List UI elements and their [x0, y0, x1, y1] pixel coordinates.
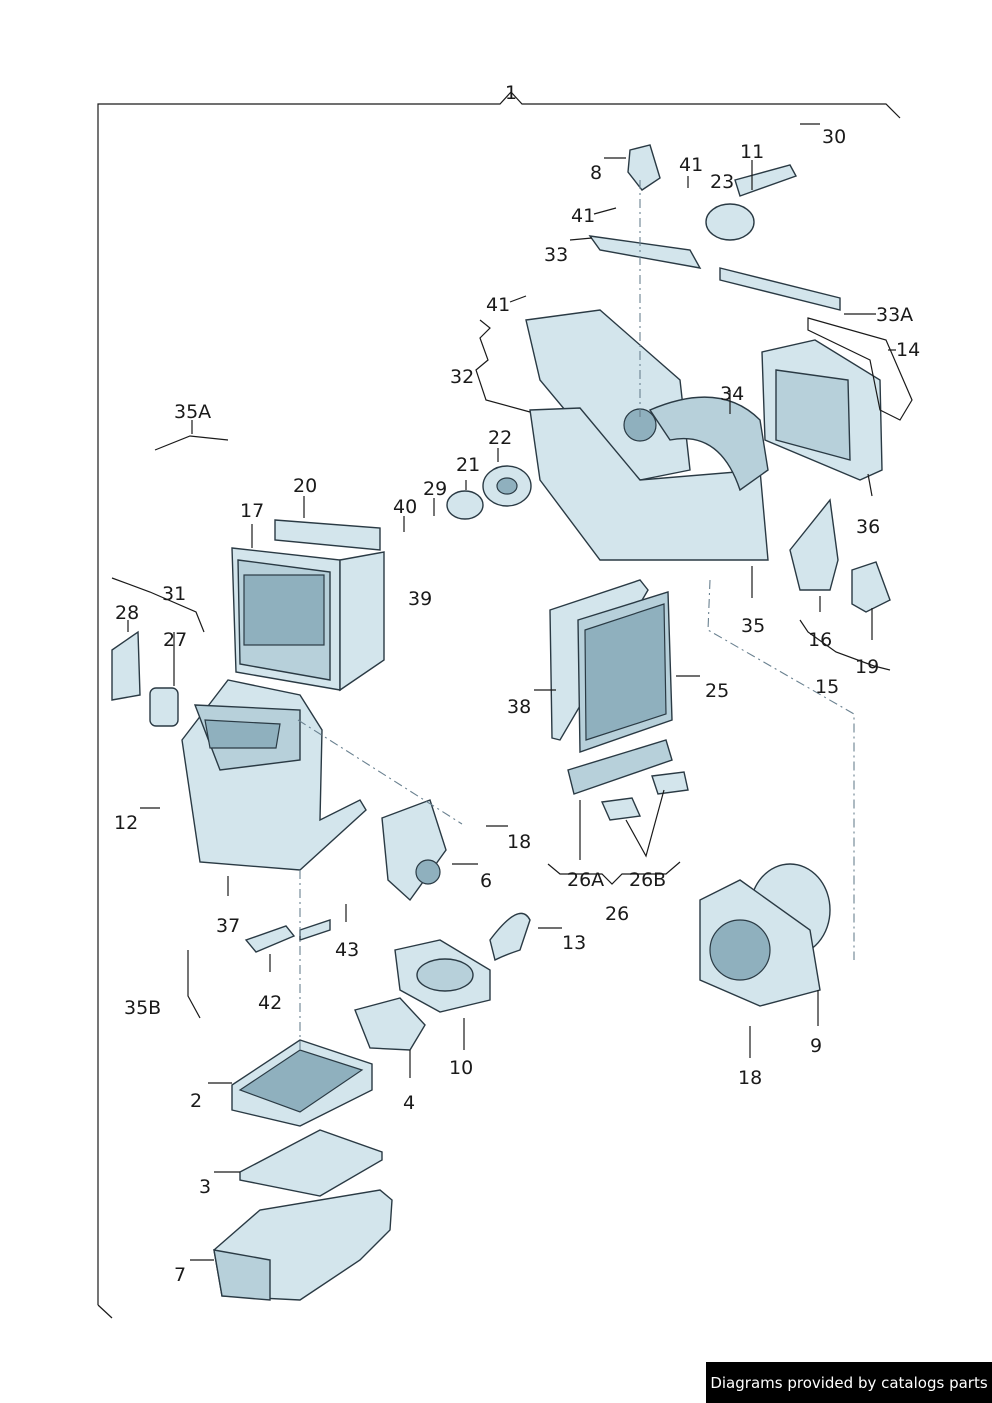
actuator-part-27 [149, 687, 179, 727]
label-41-mid: 41 [571, 205, 596, 227]
label-35b: 35B [124, 997, 162, 1019]
label-41-top: 41 [679, 154, 704, 176]
label-31: 31 [162, 583, 187, 605]
seal-part-21 [446, 490, 484, 520]
flap-part-23 [705, 203, 755, 241]
label-18-upper: 18 [507, 831, 532, 853]
label-33a: 33A [876, 304, 914, 326]
label-38: 38 [507, 696, 532, 718]
label-28: 28 [115, 602, 140, 624]
label-21: 21 [456, 454, 481, 476]
label-26: 26 [605, 903, 630, 925]
filter-part-25-38 [549, 579, 673, 753]
blower-housing-part-36 [761, 339, 883, 481]
small-parts-cluster [354, 799, 531, 1051]
gasket-part-3 [239, 1129, 383, 1197]
sensor-part-8 [627, 144, 661, 191]
seal-part-43 [299, 919, 331, 941]
label-27: 27 [163, 629, 188, 651]
label-42: 42 [258, 992, 283, 1014]
label-16: 16 [808, 629, 833, 651]
label-43: 43 [335, 939, 360, 961]
bracket-part-16 [789, 498, 839, 591]
sensor-part-35a [154, 435, 229, 451]
label-1: 1 [505, 82, 518, 104]
label-34: 34 [720, 383, 745, 405]
bracket-assembly-1 [97, 91, 901, 1305]
actuator-part-19 [851, 561, 891, 613]
label-14: 14 [896, 339, 921, 361]
label-39: 39 [408, 588, 433, 610]
label-13: 13 [562, 932, 587, 954]
label-32: 32 [450, 366, 475, 388]
label-30: 30 [822, 126, 847, 148]
evaporator-part-17-20 [231, 519, 385, 692]
label-20: 20 [293, 475, 318, 497]
label-26a: 26A [567, 869, 605, 891]
label-3: 3 [199, 1176, 212, 1198]
label-41-low: 41 [486, 294, 511, 316]
credit-banner: Diagrams provided by catalogs parts [706, 1362, 992, 1403]
label-7: 7 [174, 1264, 187, 1286]
label-37: 37 [216, 915, 241, 937]
label-40: 40 [393, 496, 418, 518]
label-36: 36 [856, 516, 881, 538]
label-18-lower: 18 [738, 1067, 763, 1089]
tray-part-7 [213, 1189, 393, 1301]
label-10: 10 [449, 1057, 474, 1079]
label-26b: 26B [629, 869, 667, 891]
hose-part-33a [719, 267, 841, 311]
heater-core-part-2 [231, 1039, 373, 1127]
label-9: 9 [810, 1035, 823, 1057]
leader-lines [111, 123, 896, 1261]
label-11: 11 [740, 141, 765, 163]
label-6: 6 [480, 870, 493, 892]
sensor-part-35b [187, 950, 201, 1019]
distribution-housing-part-32-34 [525, 309, 769, 561]
label-35: 35 [741, 615, 766, 637]
label-33: 33 [544, 244, 569, 266]
label-2: 2 [190, 1090, 203, 1112]
label-12: 12 [114, 812, 139, 834]
label-8: 8 [590, 162, 603, 184]
label-25: 25 [705, 680, 730, 702]
label-4: 4 [403, 1092, 416, 1114]
label-19: 19 [855, 656, 880, 678]
duct-part-33 [588, 235, 702, 269]
label-29: 29 [423, 478, 448, 500]
seal-part-28 [111, 630, 141, 701]
label-17: 17 [240, 500, 265, 522]
label-35a: 35A [174, 401, 212, 423]
filter-part-26a [567, 739, 673, 795]
label-15: 15 [815, 676, 840, 698]
heater-housing-part-37 [181, 679, 367, 871]
blower-motor-part-9 [699, 863, 831, 1007]
seal-part-42 [244, 925, 296, 953]
bracket-part-11 [734, 164, 798, 197]
label-23: 23 [710, 171, 735, 193]
label-22: 22 [488, 427, 513, 449]
